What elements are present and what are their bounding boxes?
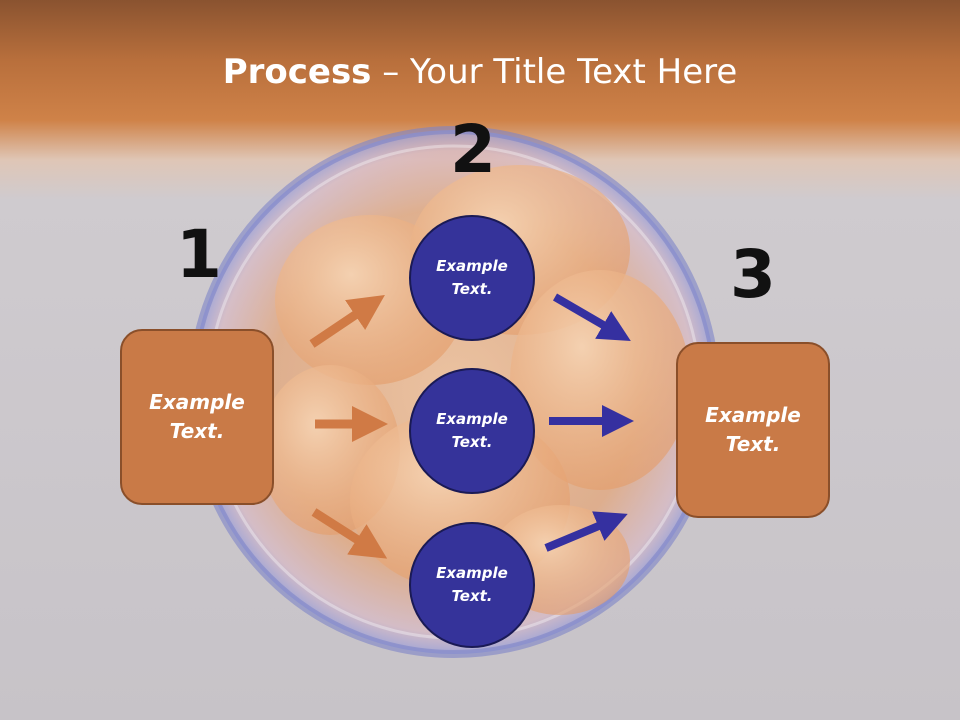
circle-bottom-line2: Text.	[451, 587, 493, 605]
right-box-line2: Text.	[725, 432, 781, 456]
title-bold: Process	[222, 52, 372, 92]
circle-bottom-line1: Example	[436, 564, 508, 582]
arrow-orange-up-icon	[309, 294, 385, 348]
title-rest: – Your Title Text Here	[371, 52, 738, 92]
step-number-2: 2	[450, 111, 496, 188]
step-number-3: 3	[730, 236, 776, 313]
right-box-line1: Example	[705, 403, 801, 427]
arrow-blue-up-icon	[544, 511, 628, 552]
circle-top-line1: Example	[436, 257, 508, 275]
left-box-line1: Example	[149, 390, 245, 414]
arrow-orange-down-icon	[311, 508, 388, 559]
arrow-blue-down-icon	[552, 293, 631, 342]
left-box-line2: Text.	[169, 419, 225, 443]
circle-middle-line1: Example	[436, 410, 508, 428]
circle-top-line2: Text.	[451, 280, 493, 298]
circle-middle-line2: Text.	[451, 433, 493, 451]
step-number-1: 1	[176, 216, 222, 293]
slide-title: Process – Your Title Text Here	[0, 52, 960, 92]
